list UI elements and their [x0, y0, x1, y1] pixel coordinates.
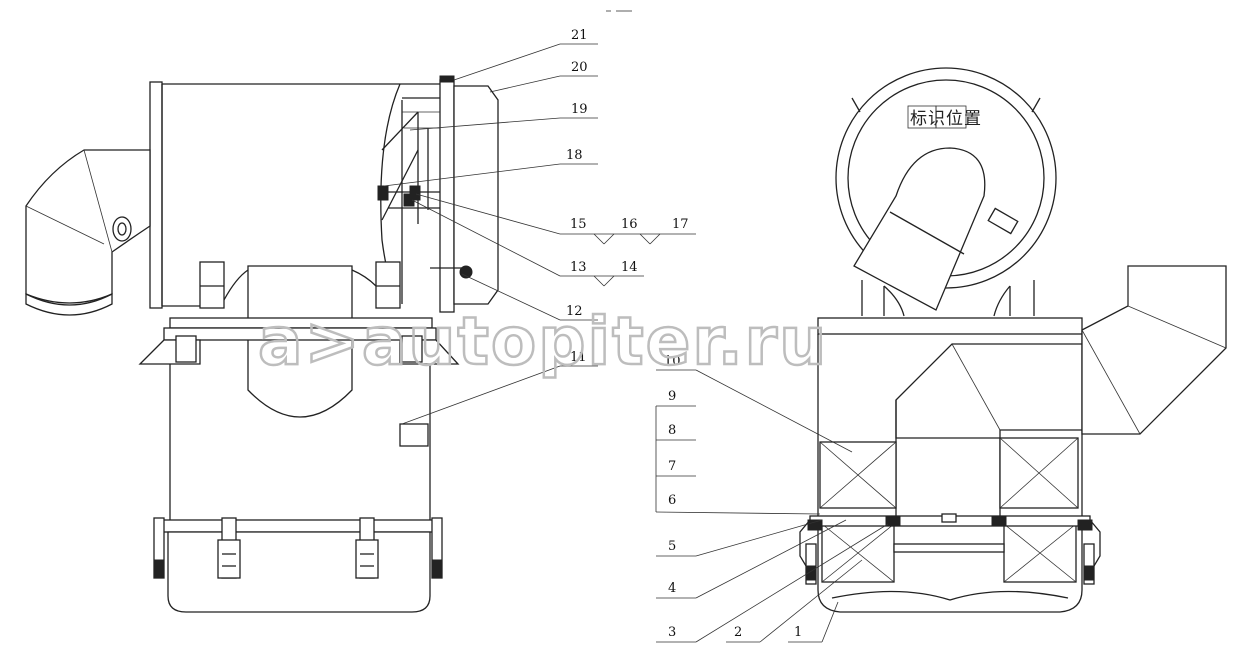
front-dust-bowl — [799, 513, 1101, 613]
watermark: a>autopiter.ru — [258, 303, 828, 380]
front-view: 标识位置 — [799, 67, 1227, 613]
filter-elements — [819, 437, 1079, 583]
callout-7: 7 — [668, 459, 676, 474]
latch-4 — [431, 517, 443, 579]
mount-brackets — [199, 261, 401, 309]
callout-4: 4 — [668, 581, 676, 596]
callout-14: 14 — [621, 260, 638, 275]
filter-body — [817, 265, 1227, 520]
air-cleaner-cylinder — [149, 81, 401, 309]
callout-15: 15 — [570, 217, 587, 232]
latch-2 — [217, 517, 241, 579]
outlet-duct — [247, 265, 353, 418]
latches — [153, 517, 443, 579]
callout-18: 18 — [566, 148, 583, 163]
callout-10: 10 — [664, 354, 681, 369]
callout-21: 21 — [571, 28, 588, 43]
callout-12: 12 — [566, 304, 583, 319]
housing-marking: 标识位置 — [910, 109, 982, 129]
mounting-plate — [138, 317, 460, 365]
callout-1: 1 — [794, 625, 802, 640]
callout-6: 6 — [668, 493, 676, 508]
callout-9: 9 — [668, 389, 676, 404]
callout-16: 16 — [621, 217, 638, 232]
callout-13: 13 — [570, 260, 587, 275]
latch-3 — [355, 517, 379, 579]
housing-legs — [861, 280, 1035, 317]
round-housing: 标识位置 — [835, 67, 1057, 311]
callouts-front-view: 10 9 8 7 6 5 4 3 2 1 — [664, 354, 802, 640]
callout-17: 17 — [672, 217, 689, 232]
callout-3: 3 — [668, 625, 676, 640]
callout-20: 20 — [571, 60, 588, 75]
latch-1 — [153, 517, 165, 579]
callout-5: 5 — [668, 539, 676, 554]
end-cap-assembly — [377, 75, 499, 313]
callout-2: 2 — [734, 625, 742, 640]
leader-lines — [383, 43, 889, 643]
callouts-side-view: 21 20 19 18 15 16 17 13 14 12 11 — [566, 28, 689, 365]
callout-11: 11 — [570, 350, 587, 365]
callout-8: 8 — [668, 423, 676, 438]
callout-19: 19 — [571, 102, 588, 117]
inlet-elbow — [25, 149, 151, 316]
side-view — [25, 75, 499, 613]
